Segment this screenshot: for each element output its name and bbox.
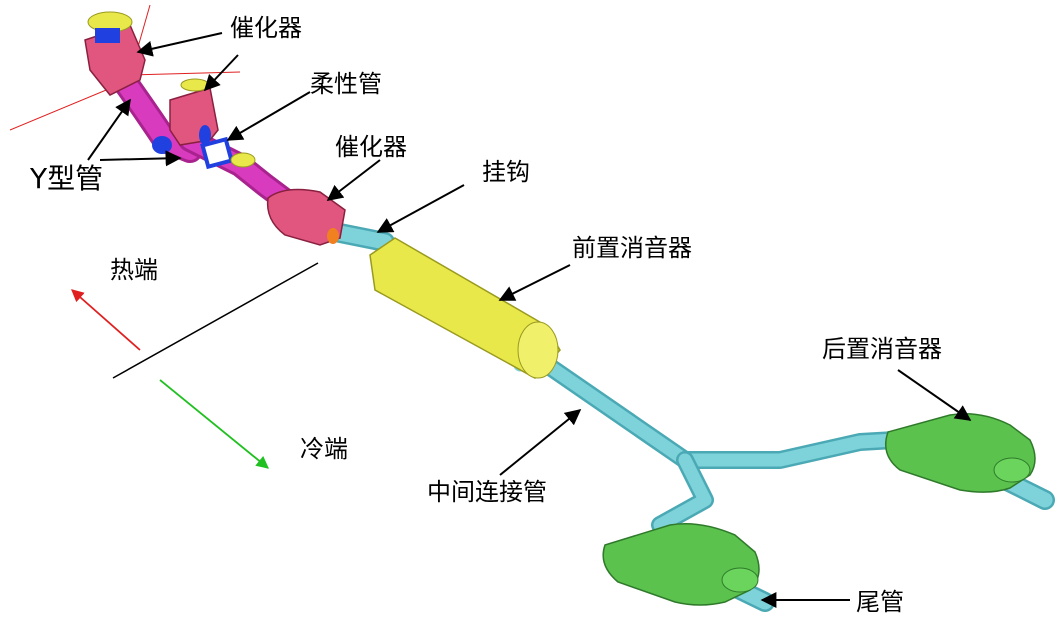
label-hot-end: 热端 <box>110 256 158 284</box>
rear-muffler-left <box>602 523 760 606</box>
front-pipe <box>325 222 395 252</box>
catalyst-lower <box>266 188 346 246</box>
front-muffler <box>369 237 561 379</box>
callout-arrows <box>87 32 972 608</box>
tail-pipes <box>720 470 1055 612</box>
label-catalyst-top: 催化器 <box>230 14 302 42</box>
middle-pipe <box>513 351 904 534</box>
label-hanger: 挂钩 <box>482 158 530 186</box>
label-rear-muffler: 后置消音器 <box>822 335 942 363</box>
label-tail-pipe: 尾管 <box>856 588 904 616</box>
label-y-pipe: Y型管 <box>30 162 104 195</box>
label-catalyst-mid: 催化器 <box>335 133 407 161</box>
catalyst-top <box>84 11 146 96</box>
label-flex-pipe: 柔性管 <box>310 70 382 98</box>
label-front-muffler: 前置消音器 <box>572 234 692 262</box>
rear-muffler-right <box>885 413 1036 493</box>
cold-arrow <box>159 379 269 469</box>
hot-cold-divider <box>112 262 319 379</box>
blue-joints <box>152 125 256 170</box>
hot-arrow <box>71 289 141 351</box>
label-middle-pipe: 中间连接管 <box>427 478 547 506</box>
label-cold-end: 冷端 <box>300 435 348 463</box>
